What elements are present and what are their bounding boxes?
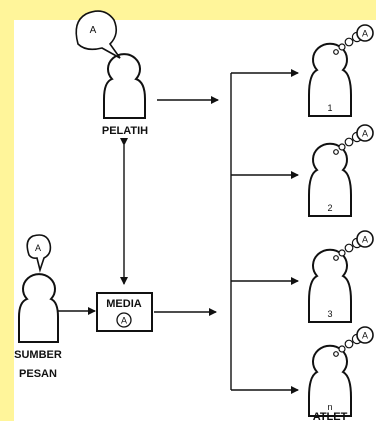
thought-dot [333, 49, 339, 55]
thought-bubble-icon [356, 124, 374, 142]
source-message-symbol: A [35, 243, 41, 253]
source-figure [18, 273, 59, 343]
media-box: MEDIA A [96, 292, 153, 332]
thought-dot [338, 43, 346, 51]
thought-dot [344, 339, 354, 349]
thought-dot [338, 345, 346, 353]
thought-dot [338, 249, 346, 257]
athletes-label: ATLET [313, 411, 348, 421]
speech-bubble-icon [26, 234, 52, 273]
thought-dot [333, 351, 339, 357]
athlete-n-number: n [327, 402, 332, 412]
athlete-person-icon [308, 142, 352, 217]
athlete-n-message-symbol: A [362, 331, 368, 341]
connectors [58, 69, 299, 394]
media-symbol-circle [116, 312, 132, 328]
athlete-3-number: 3 [327, 309, 332, 319]
thought-bubble-icon [356, 326, 374, 344]
athlete-3-message-symbol: A [362, 235, 368, 245]
coach-message-symbol: A [90, 25, 97, 36]
thought-dot [344, 243, 354, 253]
top-highlight-band [0, 0, 376, 20]
source-label-line2: PESAN [19, 368, 57, 380]
thought-dot [344, 137, 354, 147]
speech-bubble-icon [75, 10, 121, 59]
athlete-n: A n [308, 326, 374, 417]
athlete-person-icon [308, 344, 352, 417]
athlete-2-message-symbol: A [362, 129, 368, 139]
media-message-symbol: A [121, 316, 127, 326]
athlete-2: A 2 [308, 124, 374, 217]
thought-bubble-icon [356, 24, 374, 42]
athlete-person-icon [308, 248, 352, 323]
coach-person-icon [103, 53, 146, 119]
coach-speech-bubble: A [75, 10, 121, 59]
athlete-1: A 1 [308, 24, 374, 117]
athlete-person-icon [308, 42, 352, 117]
thought-dot [333, 149, 339, 155]
thought-dot [338, 143, 346, 151]
source-label-line1: SUMBER [14, 349, 62, 361]
athlete-2-number: 2 [327, 203, 332, 213]
athlete-1-number: 1 [327, 103, 332, 113]
athlete-3: A 3 [308, 230, 374, 323]
coach-figure [103, 53, 146, 119]
source-speech-bubble: A [26, 234, 52, 273]
media-box-frame [96, 292, 153, 332]
media-label: MEDIA [106, 298, 142, 310]
thought-bubble-icon [356, 230, 374, 248]
thought-dot [333, 255, 339, 261]
left-highlight-band [0, 0, 14, 421]
coach-label: PELATIH [102, 125, 148, 137]
thought-dot [344, 37, 354, 47]
source-person-icon [18, 273, 59, 343]
athlete-1-message-symbol: A [362, 29, 368, 39]
